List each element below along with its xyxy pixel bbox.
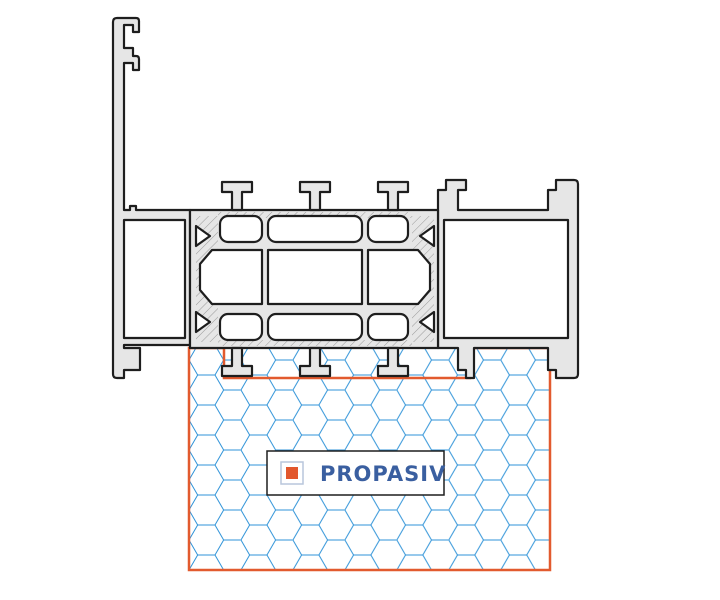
propasiv-logo: PROPASIV <box>266 450 446 496</box>
thermal-break-section <box>188 180 440 378</box>
right-frame-profile <box>436 178 580 380</box>
left-frame-profile <box>111 16 192 380</box>
top-rib-2 <box>298 180 332 212</box>
left-chamber <box>122 218 187 340</box>
right-chamber <box>442 218 570 340</box>
chamber-bottom-2 <box>266 312 364 342</box>
chamber-mid-center <box>266 248 364 306</box>
bottom-rib-1 <box>220 346 254 378</box>
chamber-mid-left <box>198 248 264 306</box>
propasiv-logo-icon <box>280 461 304 485</box>
chamber-bottom-1 <box>218 312 264 342</box>
chamber-top-1 <box>218 214 264 244</box>
logo-text: PROPASIV <box>320 462 446 486</box>
clip-bottom-right <box>418 310 436 334</box>
top-rib-1 <box>220 180 254 212</box>
chamber-mid-right <box>366 248 432 306</box>
chamber-top-3 <box>366 214 410 244</box>
chamber-bottom-3 <box>366 312 410 342</box>
hatch-bottom <box>218 340 412 346</box>
bottom-rib-2 <box>298 346 332 378</box>
clip-top-right <box>418 224 436 248</box>
clip-bottom-left <box>194 310 212 334</box>
clip-top-left <box>194 224 212 248</box>
chamber-top-2 <box>266 214 364 244</box>
bottom-rib-3 <box>376 346 410 378</box>
top-rib-3 <box>376 180 410 212</box>
